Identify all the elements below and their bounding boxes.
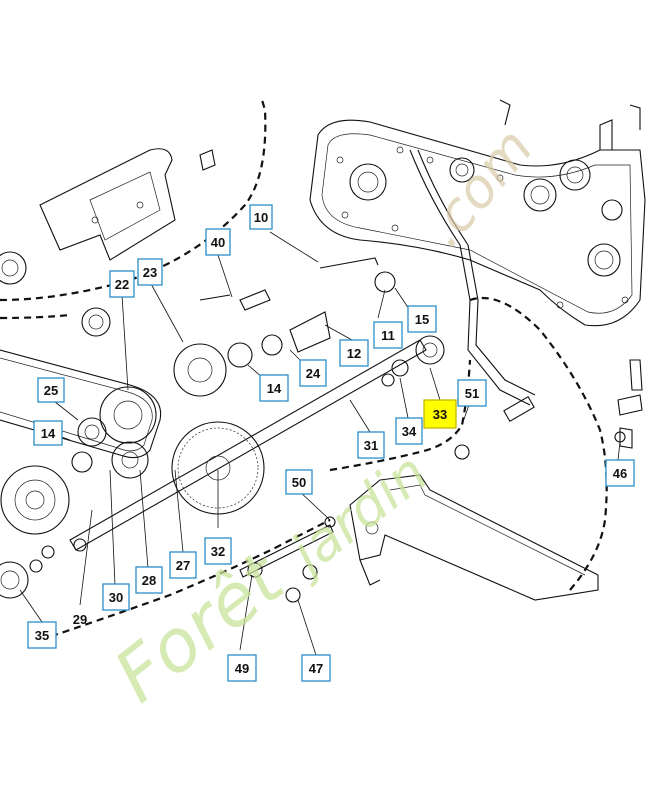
mounting-plate xyxy=(349,394,643,601)
watermark-text-dotcom: .com xyxy=(412,116,545,258)
svg-text:27: 27 xyxy=(176,558,190,573)
fasteners xyxy=(239,431,626,603)
svg-text:34: 34 xyxy=(402,424,417,439)
callout-22[interactable]: 22 xyxy=(109,270,135,298)
callout-15[interactable]: 15 xyxy=(407,305,437,333)
callout-34[interactable]: 34 xyxy=(395,417,423,445)
svg-text:31: 31 xyxy=(364,438,378,453)
shift-lever xyxy=(409,149,536,422)
svg-text:14: 14 xyxy=(41,426,56,441)
callout-31[interactable]: 31 xyxy=(357,431,385,459)
svg-text:15: 15 xyxy=(415,312,429,327)
svg-text:35: 35 xyxy=(35,628,49,643)
callout-11[interactable]: 11 xyxy=(373,321,403,349)
callout-47[interactable]: 47 xyxy=(301,654,331,682)
svg-text:30: 30 xyxy=(109,590,123,605)
callout-49[interactable]: 49 xyxy=(227,654,257,682)
svg-text:29: 29 xyxy=(73,612,87,627)
callout-40[interactable]: 40 xyxy=(205,228,231,256)
svg-text:10: 10 xyxy=(254,210,268,225)
top-bracket xyxy=(0,148,216,285)
chain-drive xyxy=(0,307,162,599)
callout-14-upper[interactable]: 14 xyxy=(259,374,289,402)
svg-text:40: 40 xyxy=(211,235,225,250)
svg-text:46: 46 xyxy=(613,466,627,481)
svg-text:28: 28 xyxy=(142,573,156,588)
callout-28[interactable]: 28 xyxy=(135,566,163,594)
callout-32[interactable]: 32 xyxy=(204,537,232,565)
callout-35[interactable]: 35 xyxy=(27,621,57,649)
svg-text:14: 14 xyxy=(267,381,282,396)
svg-text:47: 47 xyxy=(309,661,323,676)
callout-30[interactable]: 30 xyxy=(102,583,130,611)
callout-12[interactable]: 12 xyxy=(339,339,369,367)
svg-text:32: 32 xyxy=(211,544,225,559)
callout-10[interactable]: 10 xyxy=(249,204,273,230)
callout-24[interactable]: 24 xyxy=(299,359,327,387)
callout-27[interactable]: 27 xyxy=(169,551,197,579)
callout-29[interactable]: 29 xyxy=(73,612,87,627)
svg-text:12: 12 xyxy=(347,346,361,361)
watermark-text-rest: jardin xyxy=(274,441,440,590)
callout-14-lower[interactable]: 14 xyxy=(33,420,63,446)
svg-text:25: 25 xyxy=(44,383,58,398)
svg-text:22: 22 xyxy=(115,277,129,292)
callout-25[interactable]: 25 xyxy=(37,377,65,403)
callout-50[interactable]: 50 xyxy=(285,469,313,495)
svg-text:50: 50 xyxy=(292,475,306,490)
gearbox-housing xyxy=(309,99,646,391)
svg-text:49: 49 xyxy=(235,661,249,676)
watermark-text-main: Forêt xyxy=(99,535,301,718)
callout-46[interactable]: 46 xyxy=(605,459,635,487)
svg-text:33: 33 xyxy=(433,407,447,422)
svg-text:24: 24 xyxy=(306,366,321,381)
svg-text:23: 23 xyxy=(143,265,157,280)
watermark: Forêt jardin .com xyxy=(99,116,545,718)
leader-lines xyxy=(19,231,621,656)
callouts: 10 40 23 22 15 11 12 24 xyxy=(27,204,635,682)
callout-23[interactable]: 23 xyxy=(137,258,163,286)
svg-text:11: 11 xyxy=(381,328,395,343)
svg-text:51: 51 xyxy=(465,386,479,401)
callout-33[interactable]: 33 xyxy=(423,399,457,429)
callout-51[interactable]: 51 xyxy=(457,379,487,407)
